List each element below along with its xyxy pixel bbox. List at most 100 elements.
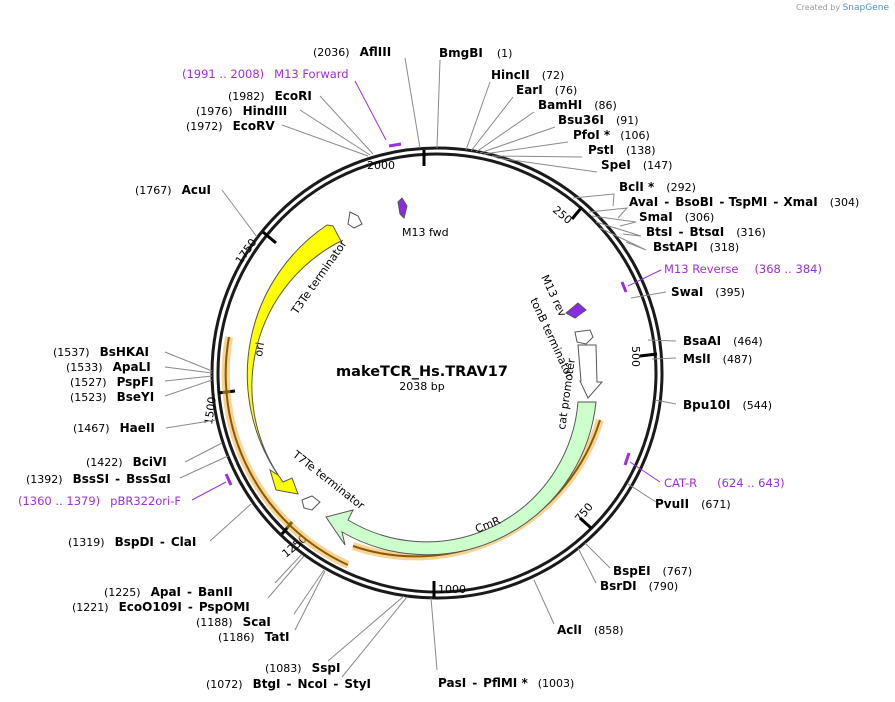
enzyme-ecori: (1982)EcoRI [228,89,312,103]
leader-sspi [327,595,405,662]
enzyme-ecoo109i-group: (1221)EcoO109I-PspOMI [72,600,250,614]
primer-mark-m13-reverse [620,281,628,293]
leader-bseyi [164,379,213,397]
leader-hincii [465,81,491,151]
leader-pasi [430,597,438,671]
enzyme-tati: (1186)TatI [218,630,290,644]
leader-afliii [404,57,421,149]
ori-highlight-line [224,336,349,566]
primer-marks [224,142,631,486]
enzyme-bstapi: BstAPI(318) [653,240,739,254]
primer-m13-forward: (1991 .. 2008)M13 Forward [182,67,349,81]
enzyme-btgi-group: (1072)BtgI-NcoI-StyI [206,677,371,691]
tick-500 [639,352,658,358]
leader-ecori [319,95,374,155]
enzyme-bamhi: BamHI(86) [538,98,617,112]
leader-msli [651,357,677,360]
tick-label-1500: 1500 [202,396,219,426]
primer-mark-pbr322ori-f [224,473,233,486]
enzyme-pasi-group: PasI-PflMI *(1003) [438,676,574,690]
m13-rev-arrow [565,302,587,319]
enzyme-hincii: HincII(72) [491,68,564,82]
tick-label-2000: 2000 [367,159,395,172]
tick-label-1000: 1000 [438,583,466,596]
enzyme-acui: (1767)AcuI [135,183,211,197]
enzyme-swai: SwaI(395) [671,285,745,299]
enzyme-labels: BmgBI(1) HincII(72) EarI(76) BamHI(86) B… [26,45,859,691]
enzyme-smai: SmaI(306) [639,210,714,224]
leader-cat-r [629,461,661,483]
primer-cat-r: CAT-R(624 .. 643) [664,476,785,490]
leader-bsrdi [577,547,597,584]
primer-mark-m13-forward [388,142,402,148]
tick-1750 [262,230,277,245]
enzyme-pvuii: PvuII(671) [655,497,731,511]
leader-pvuii [627,483,657,503]
primer-mark-cat-r [623,452,631,466]
primer-pbr322ori-f: (1360 .. 1379)pBR322ori-F [18,494,181,508]
leader-scai [293,569,325,615]
leader-bsaai [647,339,677,342]
enzyme-psti: PstI(138) [588,143,656,157]
enzyme-pfoi: PfoI *(106) [573,128,650,142]
enzyme-bsssi-group: (1392)BssSI-BssSαI [26,472,171,486]
leader-avai [588,207,629,219]
leader-haeii [165,419,217,429]
tick-250 [570,206,584,220]
tick-label-750: 750 [572,500,595,524]
enzyme-bseyi: (1523)BseYI [70,390,154,404]
t3te-terminator-icon [347,211,363,229]
enzyme-bsaai: BsaAI(464) [683,334,763,348]
leader-bmgbi [436,59,441,149]
enzyme-bshkai: (1537)BsHKAI [53,345,149,359]
backbone-inner-ring [216,152,658,594]
plasmid-name: makeTCR_Hs.TRAV17 [336,364,508,380]
enzyme-avai-group: AvaI-BsoBI-TspMI-XmaI(304) [629,195,859,209]
tonb-terminator-label: tonB terminator [527,296,576,381]
leader-pbr322ori-f [191,481,227,501]
enzyme-btsi-group: BtsI-BtsαI(316) [646,225,766,239]
snapgene-credit: Created by SnapGene [796,3,889,13]
m13-fwd-arrow [397,197,408,219]
enzyme-eari: EarI(76) [516,83,577,97]
enzyme-spei: SpeI(147) [601,158,672,172]
leader-eari [470,96,514,152]
leader-m13-reverse [627,269,662,287]
primer-m13-reverse: M13 Reverse(368 .. 384) [664,262,822,276]
m13-fwd-label: M13 fwd [402,226,449,239]
enzyme-afliii: (2036)AflIII [313,45,391,59]
tick-label-500: 500 [629,346,642,367]
tick-label-250: 250 [550,203,574,226]
leader-bsu36i [479,126,556,154]
enzyme-bsrdi: BsrDI(790) [600,579,678,593]
leader-bspdi [209,503,252,542]
leader-pspfi [164,375,213,382]
leader-smai [591,215,637,227]
leader-psti [491,155,583,158]
enzyme-apali: (1533)ApaLI [66,360,151,374]
leader-m13-forward [354,80,387,141]
snapgene-logo: SnapGene [842,3,889,13]
leader-btsi [595,221,642,237]
leader-swai [630,291,667,299]
leader-bcli [572,193,615,207]
t7te-terminator-icon [301,495,321,511]
enzyme-scai: (1188)ScaI [196,615,271,629]
enzyme-ecorv: (1972)EcoRV [186,119,275,133]
ori-label: ori [252,341,267,357]
plasmid-size: 2038 bp [399,380,444,393]
cmr-feature-arrow [325,401,597,556]
leader-acli [533,579,555,625]
leader-bstapi [599,227,647,251]
ori-feature-arrow [246,224,342,495]
enzyme-bcli: BclI *(292) [619,180,696,194]
tick-750 [578,516,593,530]
leader-bpu10i [654,399,677,405]
enzyme-bcivi: (1422)BciVI [86,455,167,469]
enzyme-apai-group: (1225)ApaI-BanII [104,585,233,599]
leader-bamhi [475,111,535,153]
leader-bcivi [184,442,223,463]
leader-hindiii [299,109,371,156]
enzyme-msli: MslI(487) [683,352,752,366]
